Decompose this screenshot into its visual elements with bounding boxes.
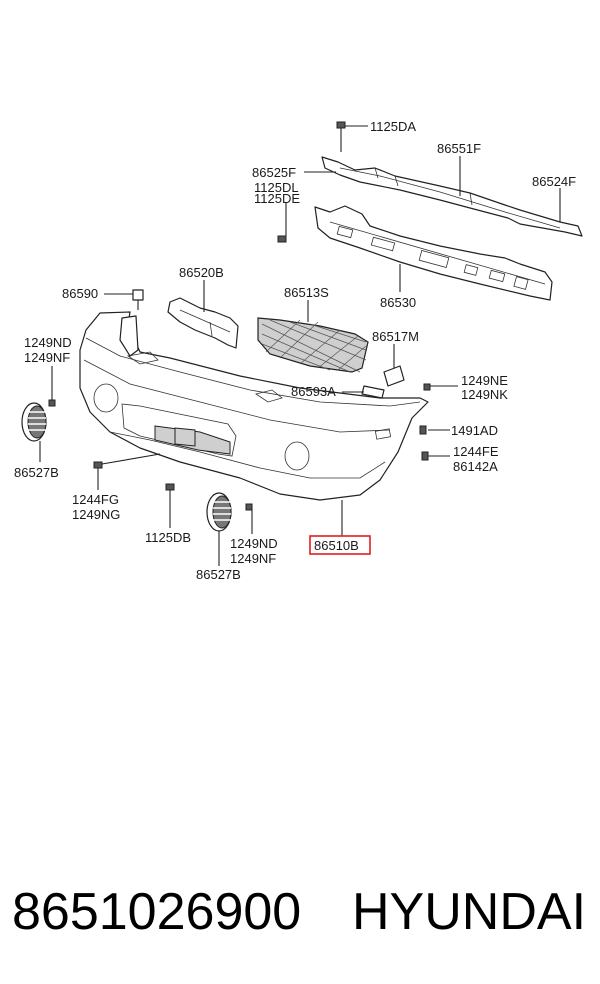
fog-lamp-cover-left bbox=[21, 402, 47, 442]
callout-86513S: 86513S bbox=[284, 285, 329, 300]
callout-1125DL: 1125DL bbox=[254, 180, 299, 195]
callout-86510B-highlighted: 86510B bbox=[314, 538, 359, 553]
callout-1125DE: 1125DE bbox=[254, 191, 300, 206]
callout-1244FG: 1244FG bbox=[72, 492, 119, 507]
callout-86551F: 86551F bbox=[437, 141, 481, 156]
callout-1249NE: 1249NE bbox=[461, 373, 508, 388]
callout-86142A: 86142A bbox=[453, 459, 498, 474]
callout-86527B-lower: 86527B bbox=[196, 567, 241, 582]
bracket-86520B bbox=[167, 297, 239, 349]
callout-86593A: 86593A bbox=[291, 384, 336, 399]
callout-1244FE: 1244FE bbox=[453, 444, 499, 459]
footer-brand: HYUNDAI bbox=[352, 883, 586, 941]
callout-86527B-left: 86527B bbox=[14, 465, 59, 480]
callout-labels: 1125DA 86551F 86525F 1125DL 1125DE 86524… bbox=[14, 119, 576, 582]
callout-1491AD: 1491AD bbox=[451, 423, 498, 438]
bumper-cover-86510B bbox=[79, 311, 429, 501]
callout-86524F: 86524F bbox=[532, 174, 576, 189]
callout-1249NK: 1249NK bbox=[461, 387, 508, 402]
callout-86517M: 86517M bbox=[372, 329, 419, 344]
callout-1249NG: 1249NG bbox=[72, 507, 120, 522]
bumper-rail-upper bbox=[321, 156, 583, 237]
callout-86590: 86590 bbox=[62, 286, 98, 301]
callout-1249NF-lower: 1249NF bbox=[230, 551, 276, 566]
callout-1249ND-left: 1249ND bbox=[24, 335, 72, 350]
grille-86513S bbox=[257, 317, 369, 373]
fog-lamp-cover-right bbox=[206, 492, 232, 532]
fasteners bbox=[48, 121, 431, 511]
highlight-box bbox=[309, 535, 371, 555]
leader-lines bbox=[39, 125, 561, 566]
callout-86525F: 86525F bbox=[252, 165, 296, 180]
footer-part-number: 8651026900 bbox=[12, 883, 301, 941]
energy-absorber bbox=[314, 205, 553, 301]
callout-1125DB: 1125DB bbox=[145, 530, 191, 545]
callout-86530: 86530 bbox=[380, 295, 416, 310]
callout-1249ND-lower: 1249ND bbox=[230, 536, 278, 551]
callout-1249NF-left: 1249NF bbox=[24, 350, 70, 365]
callout-86520B: 86520B bbox=[179, 265, 224, 280]
callout-1125DA: 1125DA bbox=[370, 119, 416, 134]
